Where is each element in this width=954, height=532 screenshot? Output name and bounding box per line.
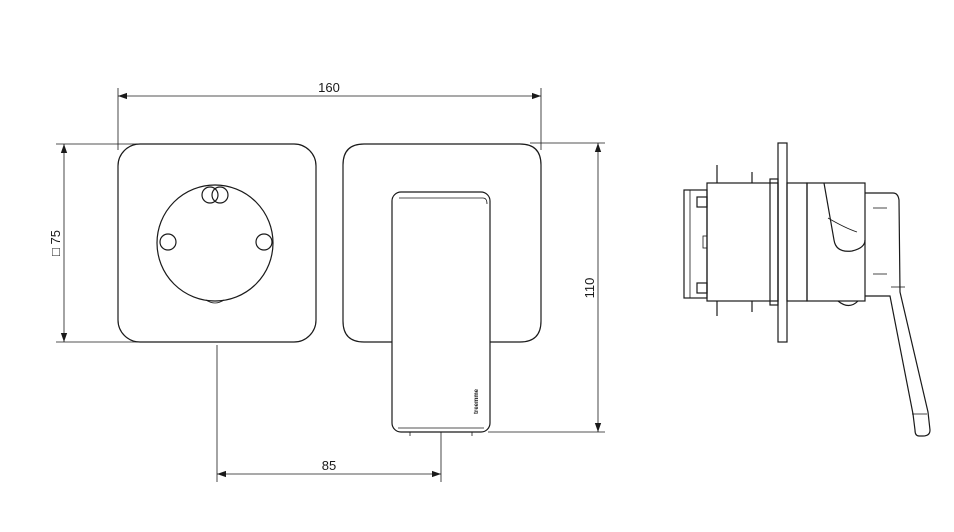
dimension-height: 110 xyxy=(488,142,605,433)
dimension-overall-width: 160 xyxy=(117,80,542,150)
dimension-label-75: □ 75 xyxy=(48,230,63,256)
lever-handle: treemme xyxy=(391,191,491,436)
round-knob xyxy=(156,184,274,304)
dimension-label-110: 110 xyxy=(582,278,597,299)
left-plate xyxy=(117,143,317,343)
dimension-label-85: 85 xyxy=(322,458,336,473)
right-plate xyxy=(342,143,542,343)
side-view xyxy=(683,142,931,437)
brand-mark: treemme xyxy=(474,388,480,414)
dimension-label-160: 160 xyxy=(318,80,340,95)
dimension-plate-size: □ 75 xyxy=(48,143,152,343)
dimension-offset: 85 xyxy=(216,345,442,482)
